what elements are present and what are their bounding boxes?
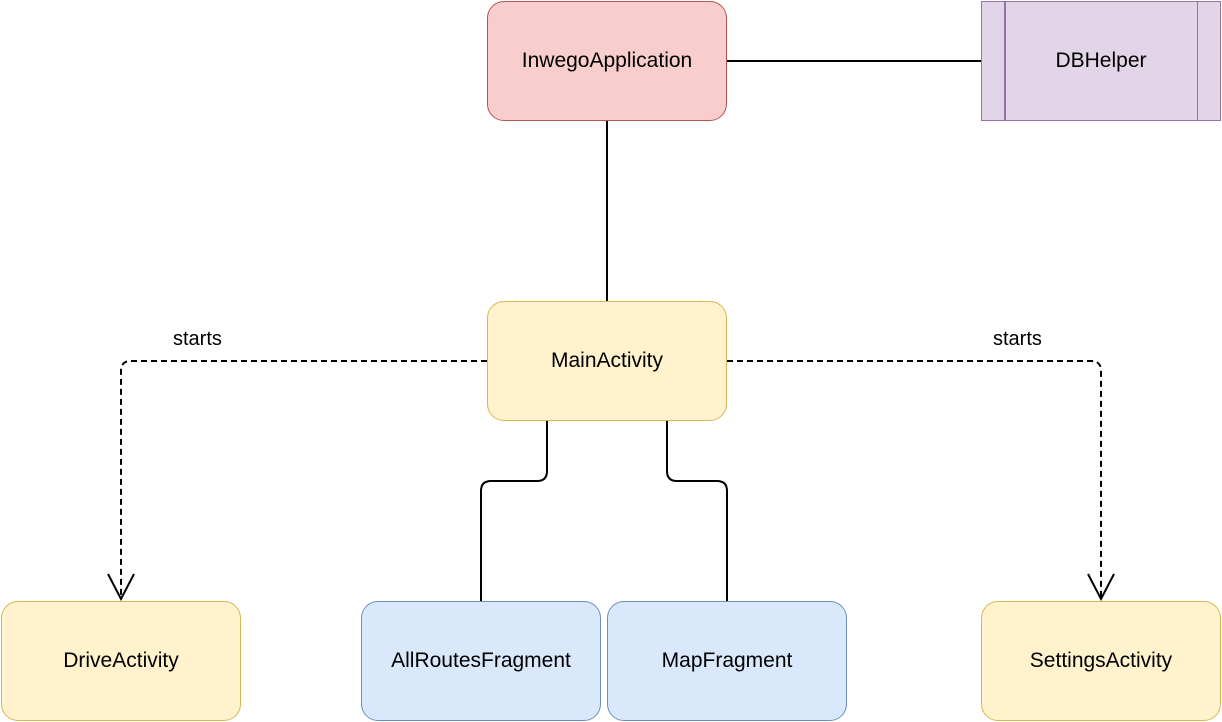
edge-mainactivity-mapfragment xyxy=(666,421,728,601)
node-map-fragment[interactable]: MapFragment xyxy=(607,601,847,721)
node-label: DBHelper xyxy=(1055,49,1147,72)
node-label: DriveActivity xyxy=(63,649,179,672)
edge-mainactivity-allroutesfragment xyxy=(480,421,548,601)
process-bar-right xyxy=(1196,2,1198,120)
node-label: InwegoApplication xyxy=(521,49,693,72)
edge-starts-driveactivity xyxy=(120,360,487,598)
node-all-routes-fragment[interactable]: AllRoutesFragment xyxy=(361,601,601,721)
node-label: SettingsActivity xyxy=(1029,649,1173,672)
node-label: MainActivity xyxy=(550,349,664,372)
node-main-activity[interactable]: MainActivity xyxy=(487,301,727,421)
process-bar-left xyxy=(1004,2,1006,120)
node-label: AllRoutesFragment xyxy=(391,649,571,672)
arrowhead-settingsactivity xyxy=(1087,573,1115,602)
node-drive-activity[interactable]: DriveActivity xyxy=(1,601,241,721)
edge-label-starts-settings: starts xyxy=(991,328,1044,350)
edge-label-starts-drive: starts xyxy=(171,328,224,350)
node-inwego-application[interactable]: InwegoApplication xyxy=(487,1,727,121)
arrowhead-driveactivity xyxy=(107,573,135,602)
node-label: MapFragment xyxy=(661,649,793,672)
node-settings-activity[interactable]: SettingsActivity xyxy=(981,601,1221,721)
edge-starts-settingsactivity xyxy=(727,360,1102,598)
node-db-helper[interactable]: DBHelper xyxy=(981,1,1221,121)
